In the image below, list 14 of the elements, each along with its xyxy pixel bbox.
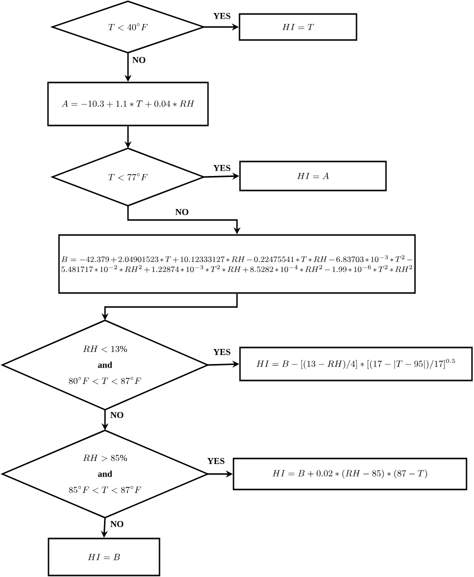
edge-label: NO — [109, 410, 125, 420]
process-box: $B = -42.379 + 2.04901523 * T + 10.12333127 * RH - 0.22475541 * T * RH - 6.83703 * 10^{-3} * T^{2} - 5.481717 * 10^{-2} * RH^{2} + 1.22874 * 10^{-3} * T^{2} * RH + 8.5282 * 10^{-4} * RH^{2} - 1.99 * 10^{-6} * T^{2} * RH^{2}$ — [58, 234, 416, 294]
process-box: $HI = A$ — [239, 160, 387, 192]
process-box: $HI = B$ — [48, 538, 160, 576]
process-box: $HI = T$ — [238, 13, 358, 41]
edge-label: YES — [212, 348, 232, 356]
process-box: $A = -10.3 + 1.1 * T + 0.04 * RH$ — [47, 82, 209, 126]
edge-label: NO — [109, 520, 125, 528]
process-box: $HI = B - [(13 - RH)/4] * [(17 - |T - 95|)/17]^{0.5}$ — [239, 346, 473, 382]
edge-label: YES — [212, 12, 232, 20]
edge-label: NO — [174, 208, 190, 216]
process-box: $HI = B + 0.02 * (RH - 85) * (87 - T)$ — [232, 458, 468, 490]
edge-label: YES — [212, 164, 232, 172]
edge-label: NO — [131, 56, 147, 64]
